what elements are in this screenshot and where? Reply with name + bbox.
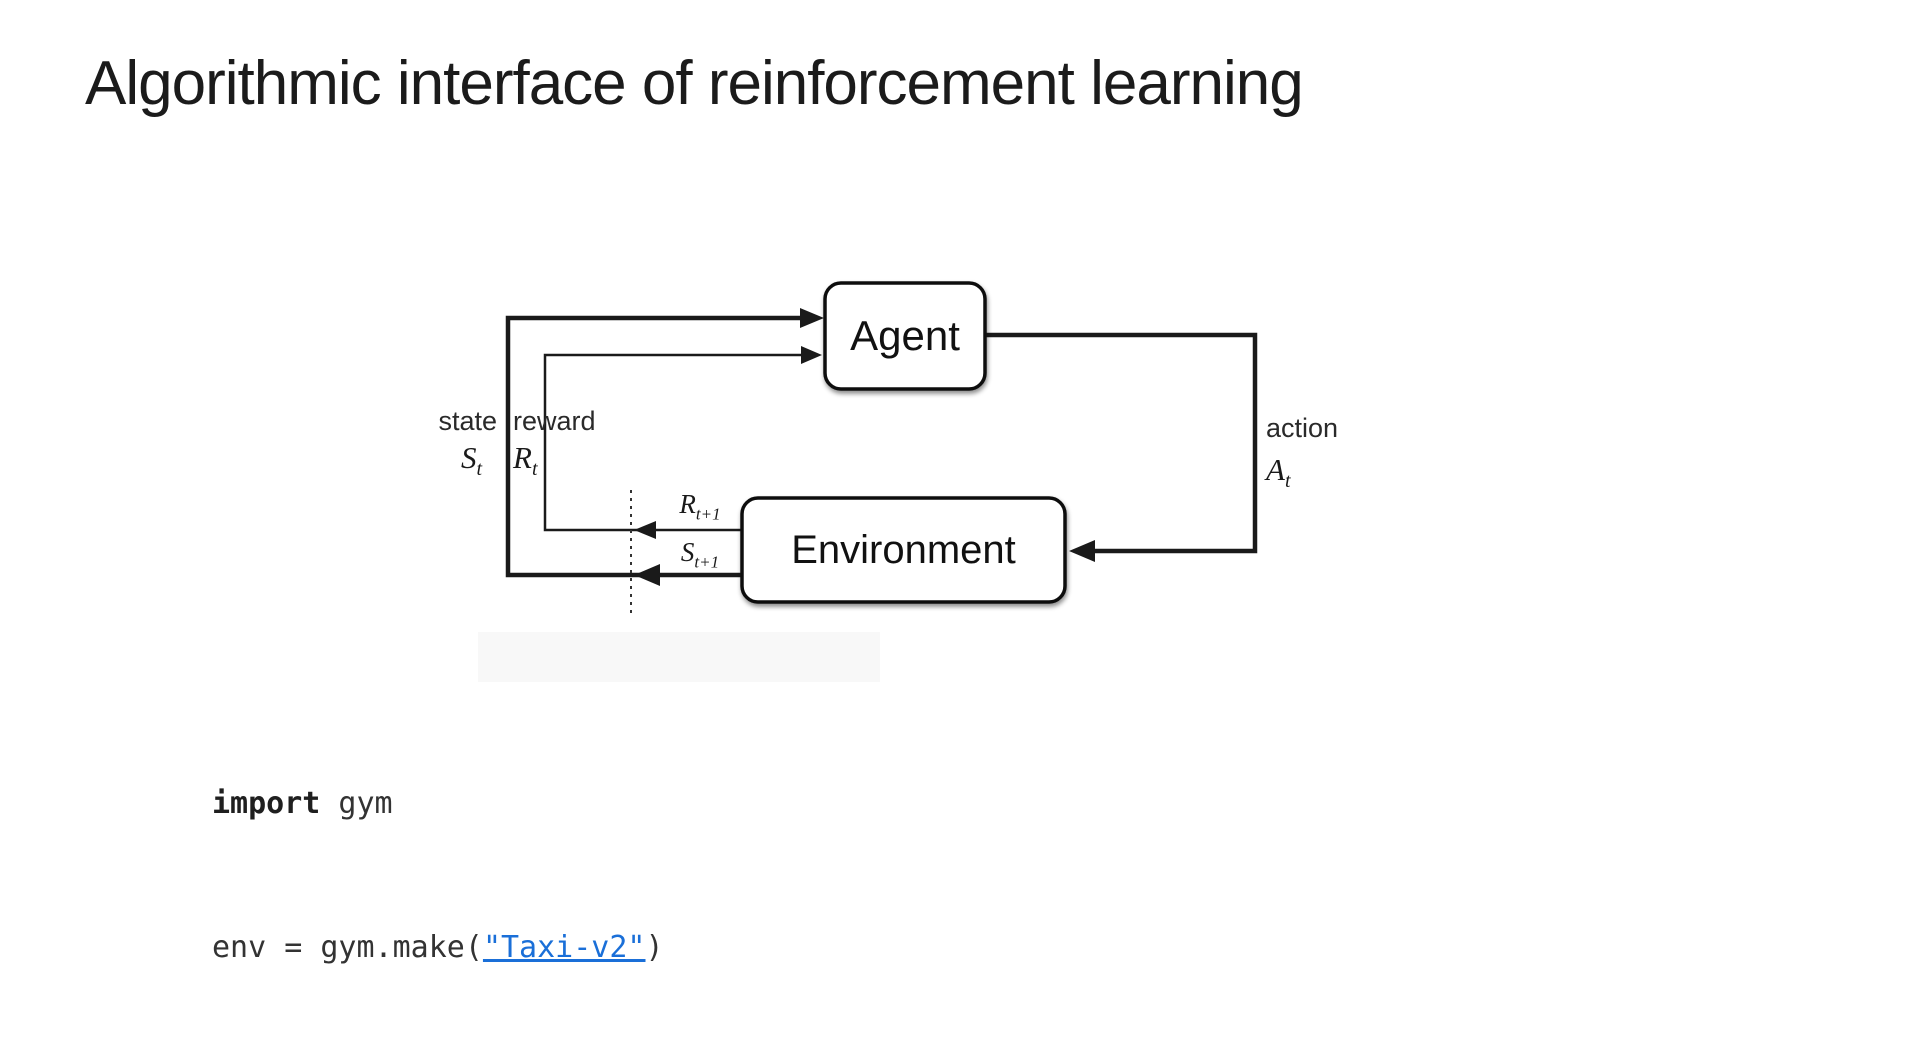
code-block: import gym env = gym.make("Taxi-v2") obs… xyxy=(212,684,1187,1048)
state-symbol: St xyxy=(460,440,482,481)
environment-box-label: Environment xyxy=(791,527,1016,572)
code-line: env = gym.make("Taxi-v2") xyxy=(212,930,664,965)
reward-label: reward xyxy=(513,406,596,436)
state-arrowhead-into-agent xyxy=(800,308,824,328)
next-reward-symbol: Rt+1 xyxy=(679,489,721,524)
action-arrowhead-into-environment xyxy=(1069,540,1095,562)
next-state-symbol: St+1 xyxy=(680,537,720,572)
keyword-import: import xyxy=(212,786,321,821)
code-paste-background xyxy=(478,632,880,682)
code-line: import gym xyxy=(212,786,393,821)
state-label: state xyxy=(438,406,497,436)
action-symbol: At xyxy=(1266,452,1291,493)
reward-arrowhead-into-agent xyxy=(801,346,822,364)
action-label: action xyxy=(1266,413,1339,443)
reward-symbol: Rt xyxy=(513,440,538,481)
taxi-v2-link[interactable]: "Taxi-v2" xyxy=(482,930,646,965)
agent-box-label: Agent xyxy=(850,312,960,359)
slide-title: Algorithmic interface of reinforcement l… xyxy=(85,49,1304,118)
